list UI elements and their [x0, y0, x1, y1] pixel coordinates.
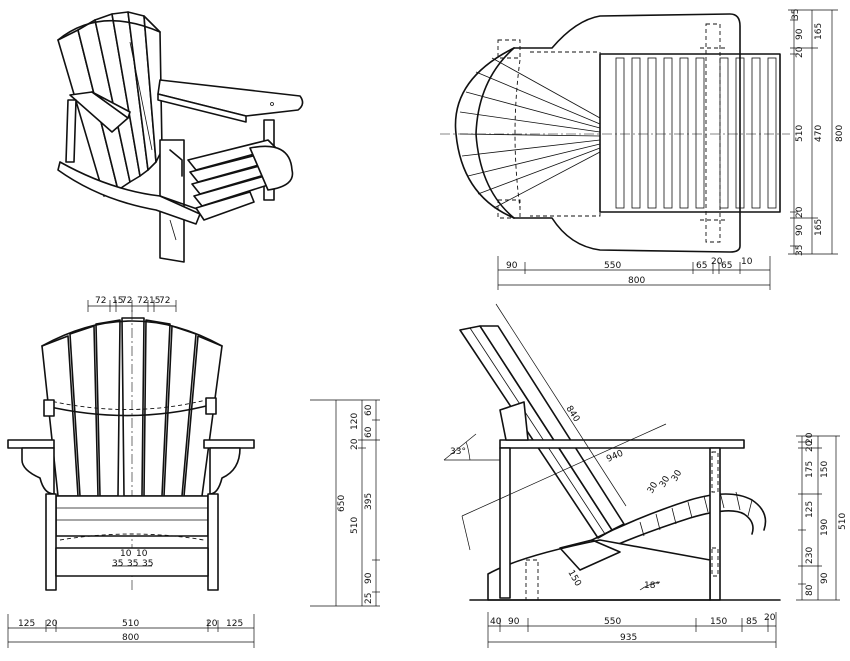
top-dim-h-2: 550 [604, 261, 621, 271]
top-dim-v-outer-3: 165 [814, 219, 824, 236]
front-bottom-dim-5: 125 [226, 619, 243, 629]
side-bottom-dim-6: 20 [764, 613, 776, 623]
top-dim-v-2: 90 [795, 28, 805, 40]
height-c2-3: 395 [364, 493, 374, 510]
side-right-inner-2: 20 [805, 440, 815, 452]
top-dims-horizontal [497, 256, 771, 290]
side-right-mid-3: 90 [820, 572, 830, 584]
top-seat-slats [615, 57, 777, 209]
top-fan-slats [459, 57, 601, 209]
front-top-dim-6: 72 [159, 296, 170, 306]
front-center-dim-5: 35 [142, 559, 153, 569]
side-right-inner-1: 20 [805, 432, 815, 444]
top-dim-v-5: 20 [795, 206, 805, 218]
side-right-inner-3: 175 [805, 461, 815, 478]
isometric-view [57, 11, 304, 263]
front-center-dim-4: 35 [127, 559, 138, 569]
top-dim-h-1: 90 [506, 261, 518, 271]
side-dim-back: 840 [563, 404, 581, 424]
top-dim-h-4: 20 [711, 257, 723, 267]
front-bottom-dim-total: 800 [122, 633, 139, 643]
height-c2-5: 25 [364, 593, 374, 604]
front-dims-bottom [7, 614, 255, 648]
side-bottom-dim-total: 935 [620, 633, 637, 643]
height-c1-3: 510 [350, 517, 360, 534]
side-right-inner-4: 125 [805, 501, 815, 518]
front-top-dim-3: 72 [121, 296, 132, 306]
front-view: 72 15 72 72 15 72 [7, 296, 255, 648]
side-right-mid-2: 190 [820, 519, 830, 536]
side-right-inner-6: 80 [805, 584, 815, 596]
height-c2-4: 90 [364, 572, 374, 584]
front-top-dim-4: 72 [137, 296, 148, 306]
top-dim-h-5: 65 [721, 261, 732, 271]
side-view: 33° 18° 840 940 30 30 30 150 40 90 550 [443, 303, 848, 648]
top-dim-v-total: 800 [835, 125, 845, 142]
side-angle-seat: 33° [450, 447, 466, 457]
side-right-total: 510 [838, 513, 848, 530]
iso-seat-slats [169, 139, 294, 241]
top-view: 90 550 65 20 65 10 800 35 90 20 510 20 9… [440, 9, 845, 290]
front-top-dim-2: 15 [112, 296, 123, 306]
side-right-mid-1: 150 [820, 461, 830, 478]
side-small-dim-3: 30 [670, 468, 685, 483]
height-c1-2: 20 [350, 438, 360, 450]
top-dim-v-3: 20 [795, 46, 805, 58]
front-bottom-dim-4: 20 [206, 619, 218, 629]
side-dim-arm: 940 [605, 449, 625, 465]
height-c2-2: 60 [364, 426, 374, 438]
top-dim-v-7: 35 [795, 245, 805, 256]
top-dim-v-outer-1: 165 [814, 23, 824, 40]
side-angle-leg: 18° [644, 581, 660, 591]
front-center-dim-3: 35 [112, 559, 123, 569]
side-bottom-dim-5: 85 [746, 617, 757, 627]
front-back-slats [41, 317, 223, 497]
height-c1-1: 120 [350, 413, 360, 430]
height-total: 650 [337, 495, 347, 512]
top-dim-v-outer-2: 470 [814, 125, 824, 142]
front-bottom-dim-1: 125 [18, 619, 35, 629]
top-dim-v-6: 90 [795, 224, 805, 236]
side-bottom-dim-1: 40 [490, 617, 502, 627]
top-dim-h-6: 10 [741, 257, 753, 267]
side-bottom-dim-4: 150 [710, 617, 727, 627]
side-dims-bottom [487, 612, 777, 648]
side-dims-vertical [796, 435, 840, 601]
side-right-inner-5: 230 [805, 547, 815, 564]
height-dimensions: 650 120 20 510 60 60 395 90 25 [310, 399, 380, 607]
front-top-dim-5: 15 [149, 296, 160, 306]
top-dim-h-3: 65 [696, 261, 707, 271]
side-bottom-dim-3: 550 [604, 617, 621, 627]
front-center-dim-1: 10 [120, 549, 132, 559]
front-top-dim-1: 72 [95, 296, 106, 306]
front-armrests [7, 439, 255, 495]
top-outline [513, 13, 741, 253]
front-frame [45, 493, 219, 591]
front-center-dim-2: 10 [136, 549, 148, 559]
top-dim-v-4: 510 [795, 125, 805, 142]
side-bottom-dim-2: 90 [508, 617, 520, 627]
side-seat-slat-ends [639, 491, 753, 537]
top-dim-h-total: 800 [628, 276, 645, 286]
front-bottom-dim-2: 20 [46, 619, 58, 629]
iso-armrests [69, 79, 304, 133]
top-dim-v-1: 35 [791, 9, 801, 20]
front-bottom-dim-3: 510 [122, 619, 139, 629]
height-c2-1: 60 [364, 404, 374, 416]
top-dims-vertical [788, 9, 838, 255]
